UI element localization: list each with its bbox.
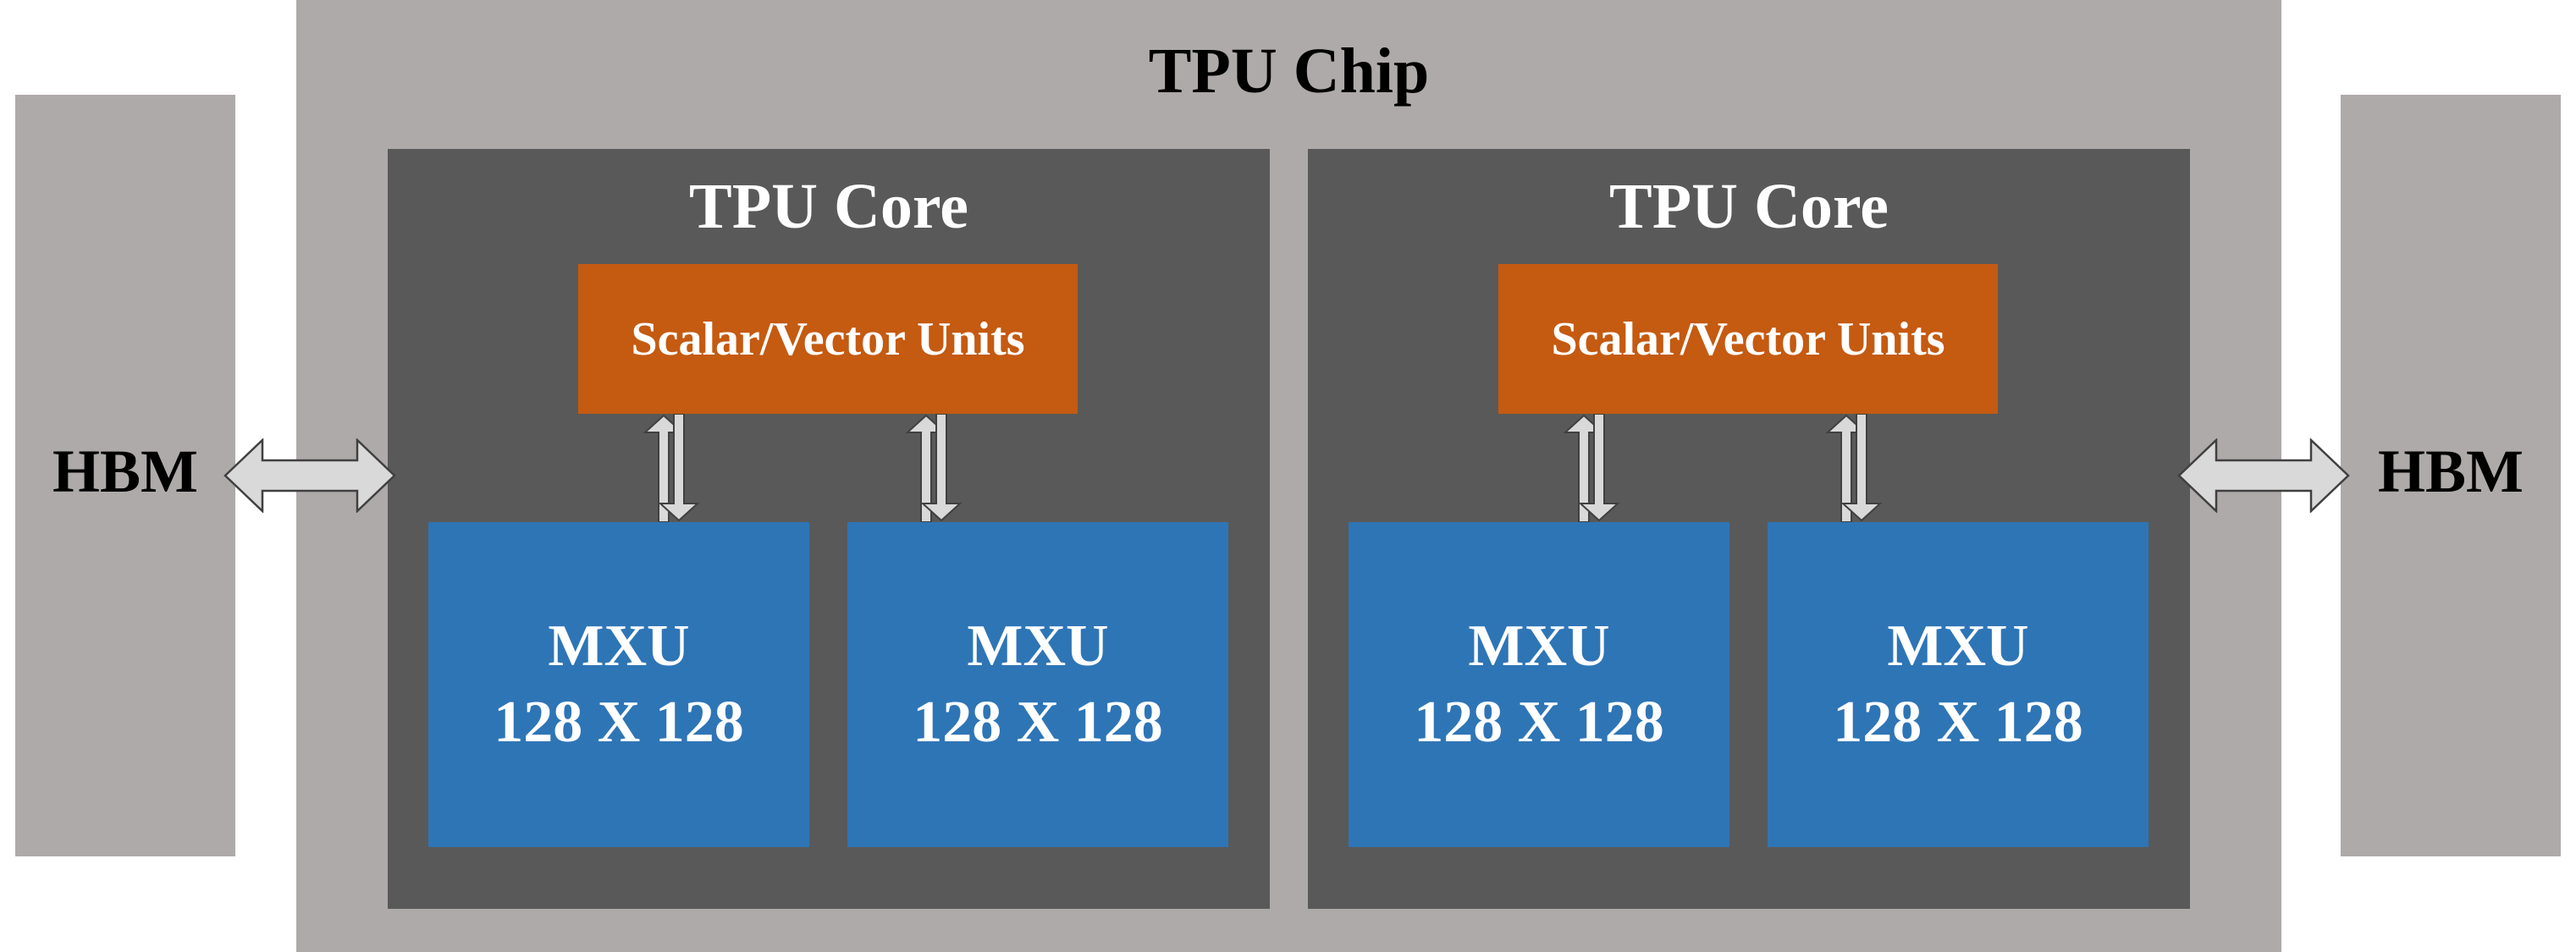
mxu-size: 128 X 128 <box>913 690 1163 755</box>
mxu-block: MXU 128 X 128 <box>1768 522 2149 847</box>
mxu-block: MXU 128 X 128 <box>428 522 809 847</box>
scalar-vector-units-label: Scalar/Vector Units <box>1551 312 1945 366</box>
mxu-name: MXU <box>548 614 690 679</box>
tpu-core-2: TPU Core Scalar/Vector Units MXU 128 X 1… <box>1308 149 2190 909</box>
bidirectional-vertical-arrow-icon <box>1563 414 1620 522</box>
mxu-name: MXU <box>967 614 1109 679</box>
tpu-core-1: TPU Core Scalar/Vector Units MXU 128 X 1… <box>388 149 1270 909</box>
mxu-block: MXU 128 X 128 <box>1349 522 1729 847</box>
bidirectional-horizontal-arrow-icon <box>223 438 396 513</box>
mxu-size: 128 X 128 <box>1414 690 1664 755</box>
hbm-label-left: HBM <box>52 437 198 505</box>
core-title: TPU Core <box>1609 171 1889 242</box>
mxu-size: 128 X 128 <box>494 690 744 755</box>
bidirectional-vertical-arrow-icon <box>1825 414 1883 522</box>
mxu-size: 128 X 128 <box>1833 690 2083 755</box>
chip-title: TPU Chip <box>1148 36 1430 107</box>
bidirectional-horizontal-arrow-icon <box>2177 438 2350 513</box>
tpu-chip: TPU Chip TPU Core Scalar/Vector Units MX… <box>296 0 2281 952</box>
core-title: TPU Core <box>689 171 968 242</box>
scalar-vector-units: Scalar/Vector Units <box>578 264 1078 414</box>
mxu-name: MXU <box>1468 614 1610 679</box>
mxu-block: MXU 128 X 128 <box>847 522 1228 847</box>
hbm-block-left: HBM <box>15 95 235 856</box>
mxu-name: MXU <box>1887 614 2029 679</box>
bidirectional-vertical-arrow-icon <box>643 414 700 522</box>
hbm-label-right: HBM <box>2378 437 2524 505</box>
bidirectional-vertical-arrow-icon <box>905 414 963 522</box>
hbm-block-right: HBM <box>2341 95 2561 856</box>
scalar-vector-units-label: Scalar/Vector Units <box>631 312 1025 366</box>
scalar-vector-units: Scalar/Vector Units <box>1498 264 1998 414</box>
